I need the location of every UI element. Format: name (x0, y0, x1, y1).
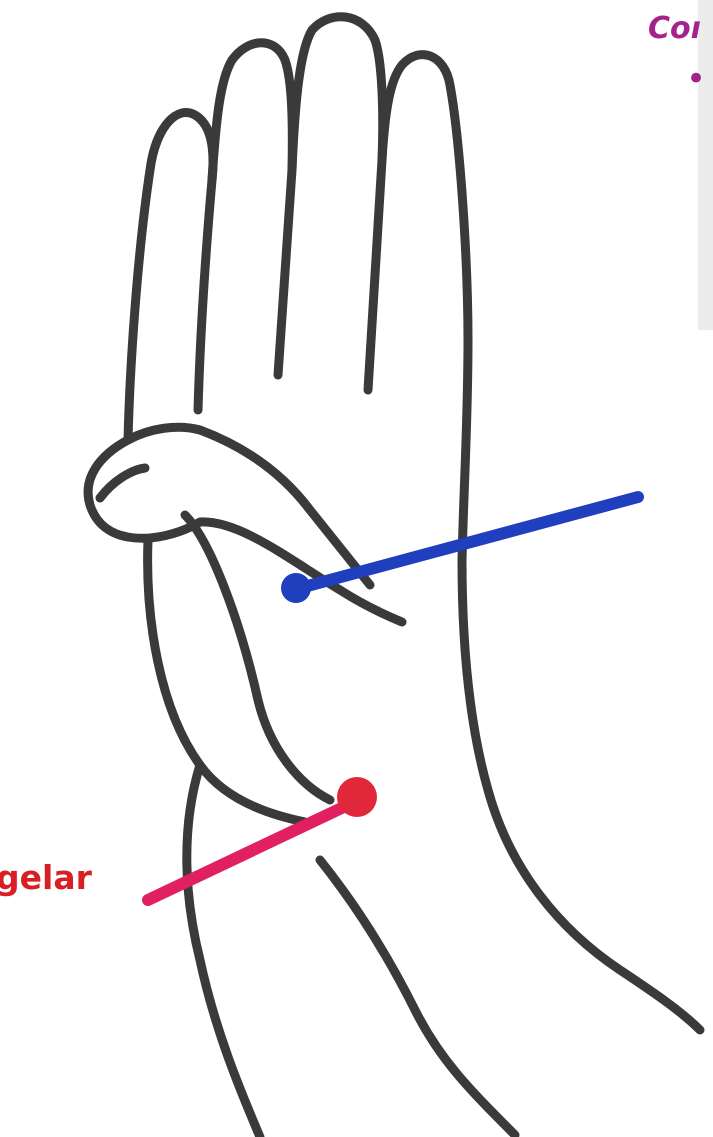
blue-pin-head (281, 573, 311, 603)
middle-finger-outline (292, 17, 383, 390)
index-finger-outline (382, 55, 468, 560)
palm-right-edge (462, 560, 700, 1030)
forearm-line (320, 860, 515, 1135)
acupoint-label: gelar (0, 861, 92, 894)
ring-finger-outline (212, 43, 292, 375)
thumb-top-outline (128, 427, 370, 585)
section-heading: Coı (648, 14, 701, 44)
forearm-outer-line (187, 765, 260, 1137)
pink-pin-needle (148, 805, 348, 900)
bullet-point: • (686, 62, 706, 96)
blue-pin-needle (300, 497, 638, 588)
thenar-line (185, 515, 330, 800)
thumbnail-outline (100, 468, 145, 498)
red-pin-head (337, 777, 377, 817)
little-finger-outline (128, 112, 213, 440)
